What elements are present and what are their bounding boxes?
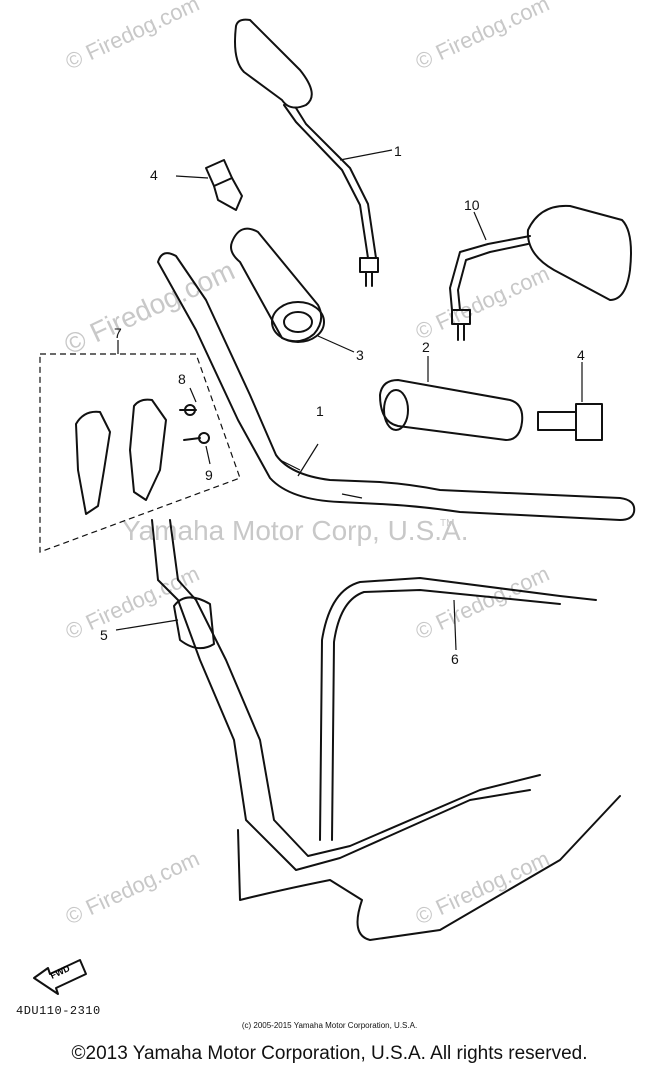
- callout-9: 9: [205, 467, 213, 483]
- copyright-small: (c) 2005-2015 Yamaha Motor Corporation, …: [241, 1021, 418, 1030]
- callout-4-left: 4: [150, 167, 158, 183]
- watermark-corp: Yamaha Motor Corp, U.S.A.: [122, 515, 469, 546]
- callout-1-mirror: 1: [394, 143, 402, 159]
- left-mirror: [234, 18, 393, 287]
- watermark-site: © Firedog.com: [412, 0, 554, 75]
- copyright-main: ©2013 Yamaha Motor Corporation, U.S.A. A…: [71, 1043, 588, 1064]
- callout-5: 5: [100, 627, 108, 643]
- watermark-site: © Firedog.com: [412, 846, 554, 930]
- callout-1-handlebar: 1: [316, 403, 324, 419]
- callout-3: 3: [356, 347, 364, 363]
- handlebar: [157, 252, 636, 521]
- throttle-housing-group: [39, 340, 241, 553]
- watermark-tm: TM: [440, 518, 454, 529]
- watermark-site: © Firedog.com: [412, 561, 554, 645]
- watermark-site: © Firedog.com: [62, 561, 204, 645]
- callout-2: 2: [422, 339, 430, 355]
- right-end-weight: [537, 362, 603, 441]
- callout-8: 8: [178, 371, 186, 387]
- left-grip: [230, 227, 355, 353]
- callout-7: 7: [114, 325, 122, 341]
- parts-diagram: © Firedog.com © Firedog.com © Firedog.co…: [33, 0, 636, 995]
- throttle-cables: [115, 519, 541, 871]
- right-grip: [379, 356, 524, 441]
- diagram-code: 4DU110-2310: [16, 1004, 101, 1018]
- watermark-site: © Firedog.com: [62, 0, 204, 75]
- clutch-cable: [237, 577, 621, 941]
- watermark-site: © Firedog.com: [62, 846, 204, 930]
- callout-6: 6: [451, 651, 459, 667]
- left-end-weight: [175, 159, 243, 211]
- callout-labels: 1 1 2 3 4 4 5 6 7 8 9 10: [100, 143, 585, 667]
- right-mirror: [449, 204, 632, 341]
- callout-10: 10: [464, 197, 480, 213]
- callout-4-right: 4: [577, 347, 585, 363]
- watermark-site: © Firedog.com: [59, 255, 239, 361]
- watermark-site: © Firedog.com: [412, 261, 554, 345]
- fwd-arrow: FWD: [33, 959, 87, 995]
